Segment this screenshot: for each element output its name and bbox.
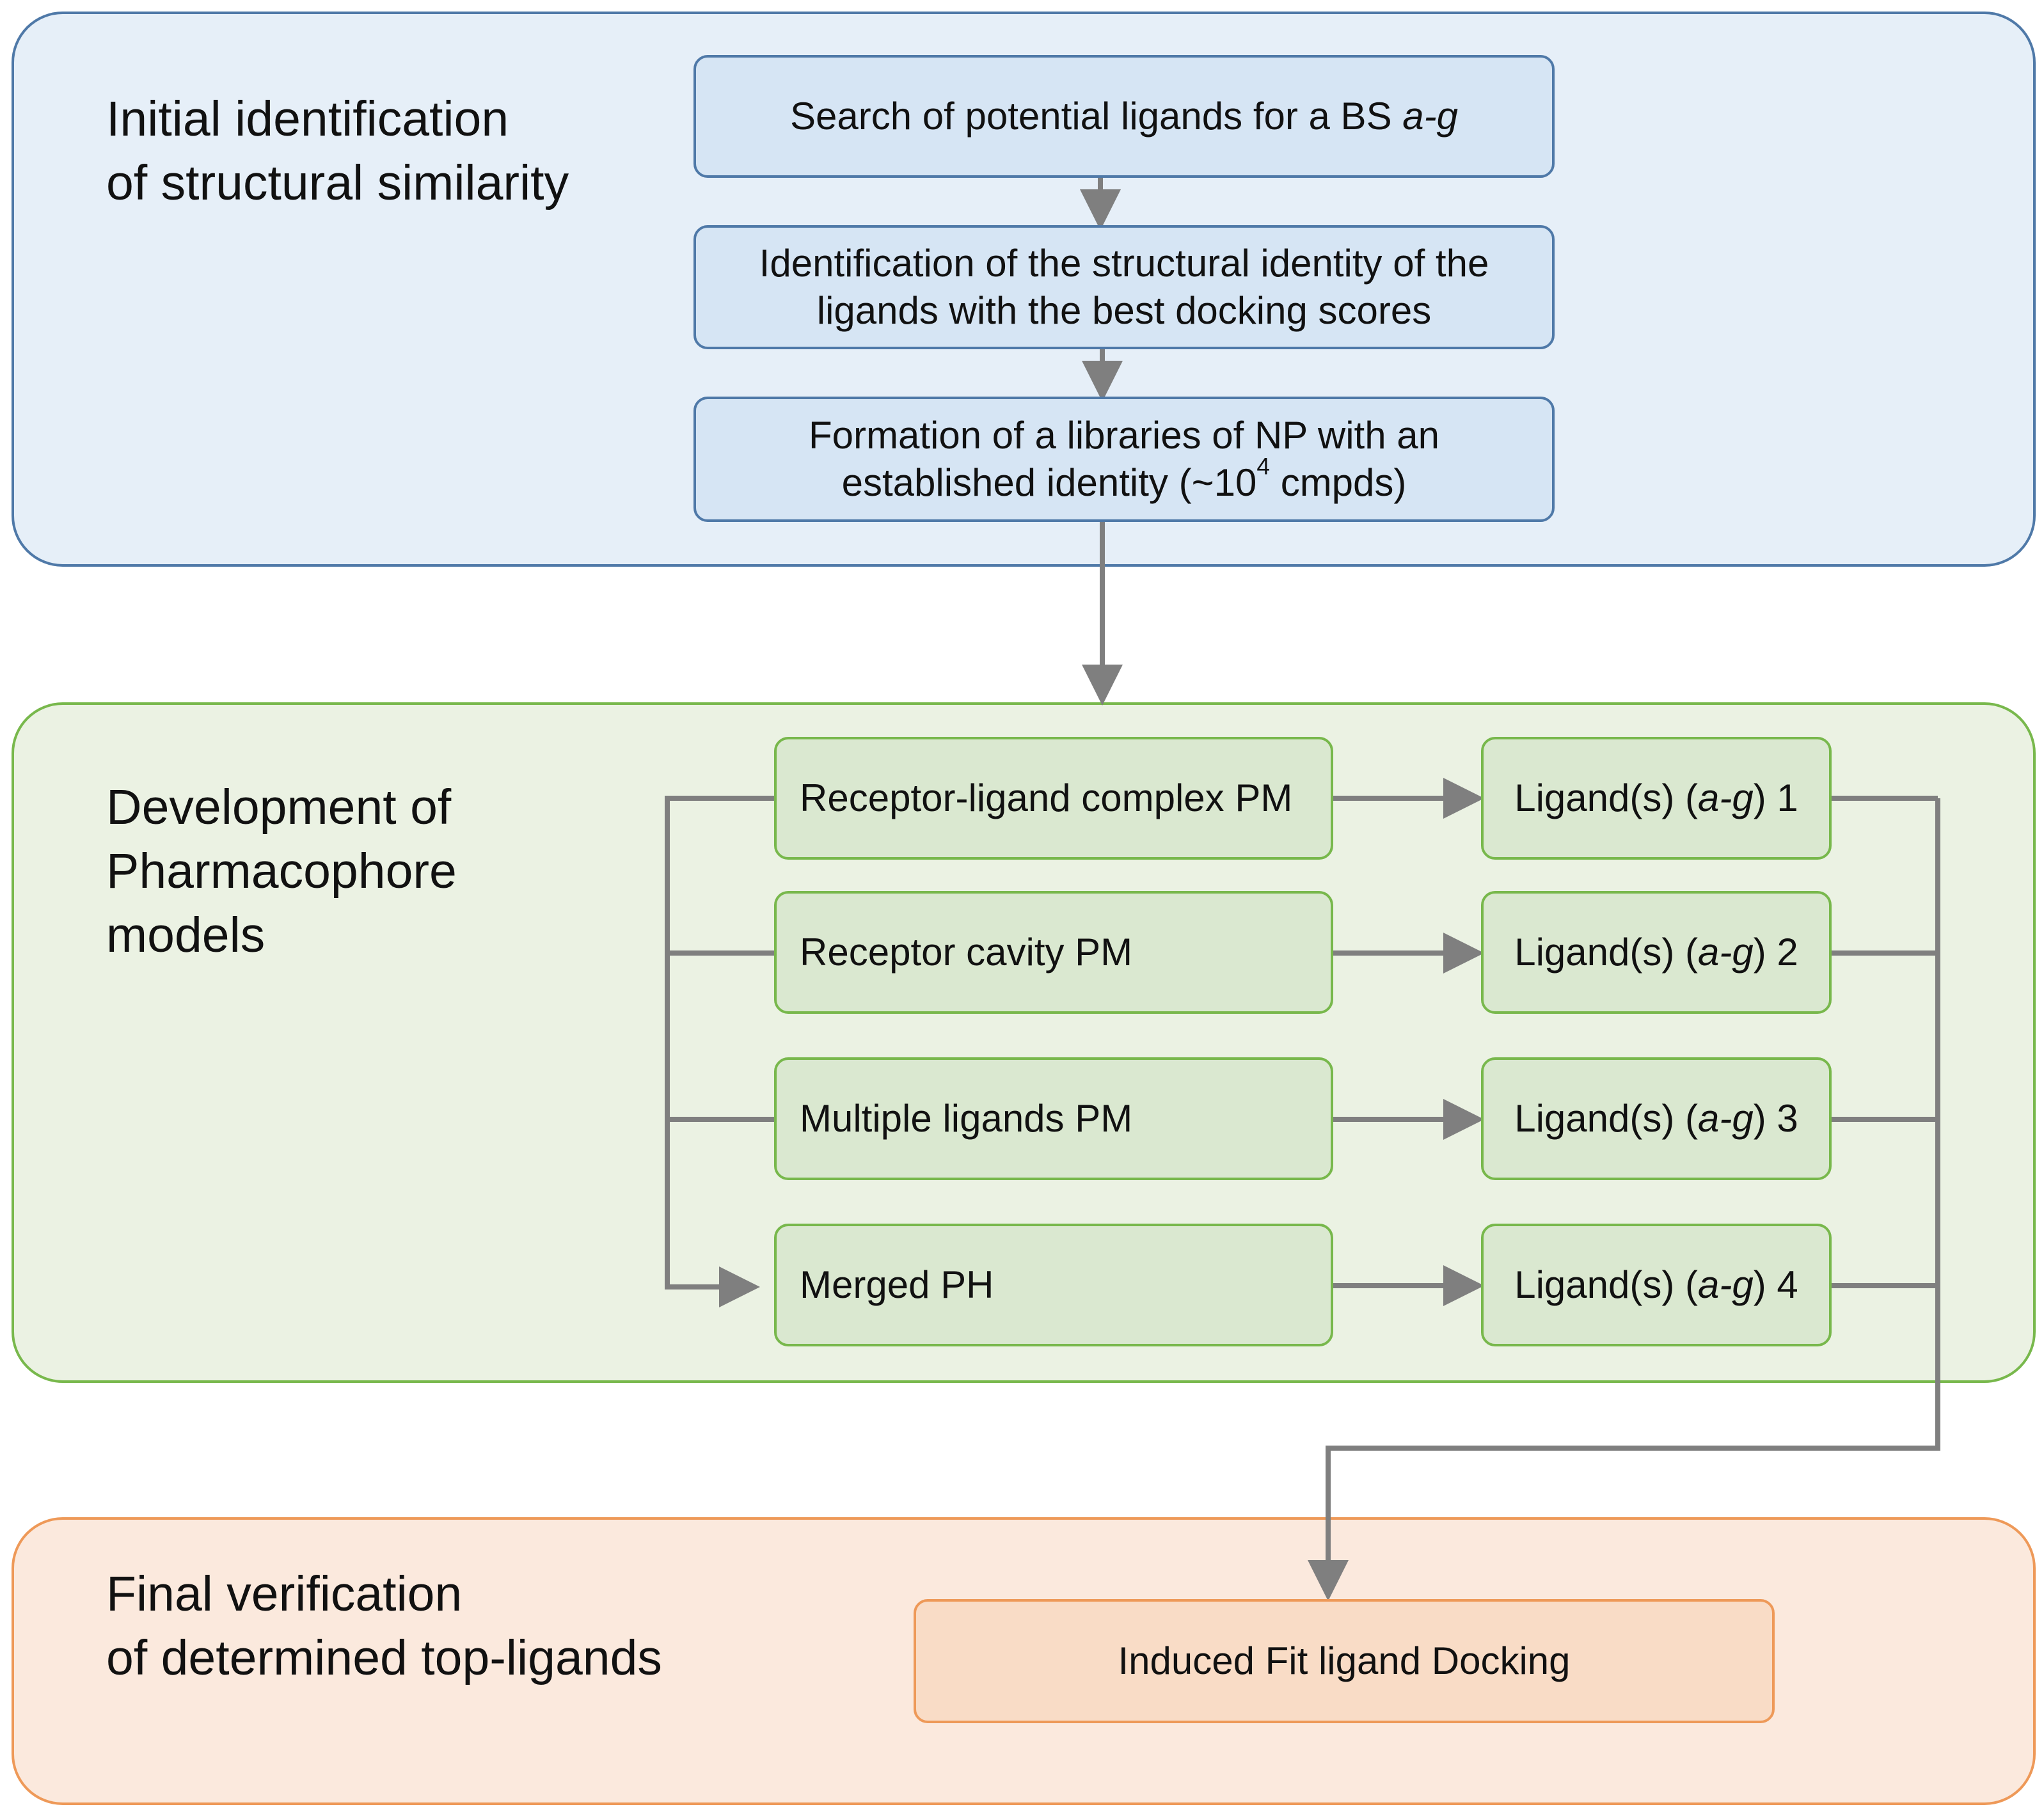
step-search-potential-ligands-text: Search of potential ligands for a BS a-g [790,95,1458,138]
step-structural-identity: Identification of the structural identit… [693,225,1555,349]
model-receptor-cavity-label: Receptor cavity PM [800,931,1133,974]
stage-final-verification-title: Final verification of determined top-lig… [106,1566,662,1685]
model-receptor-ligand-complex-label: Receptor-ligand complex PM [800,777,1293,819]
model-merged: Merged PH [774,1224,1333,1346]
ligand-set-4-label: Ligand(s) (a-g) 4 [1514,1263,1798,1306]
collector-to-induced-fit-docking [1308,798,1940,1601]
ligand-set-2-label: Ligand(s) (a-g) 2 [1514,931,1798,974]
step-search-potential-ligands: Search of potential ligands for a BS a-g [693,55,1555,178]
left-distribution-bus [665,796,776,1307]
step-structural-identity-text: Identification of the structural identit… [759,242,1489,332]
stage-pharmacophore-title: Development of Pharmacophore models [106,780,457,963]
step-induced-fit-docking-label: Induced Fit ligand Docking [1118,1639,1571,1682]
step-form-np-library: Formation of a libraries of NP with an e… [693,397,1555,522]
ligand-set-2: Ligand(s) (a-g) 2 [1481,891,1832,1014]
stage-initial-identification-title: Initial identification of structural sim… [106,91,569,210]
ligand-set-3-label: Ligand(s) (a-g) 3 [1514,1097,1798,1140]
ligand-set-1-label: Ligand(s) (a-g) 1 [1514,777,1798,819]
ligand-set-4: Ligand(s) (a-g) 4 [1481,1224,1832,1346]
model-multiple-ligands-label: Multiple ligands PM [800,1097,1133,1140]
model-receptor-cavity: Receptor cavity PM [774,891,1333,1014]
ligand-set-1: Ligand(s) (a-g) 1 [1481,737,1832,860]
model-multiple-ligands: Multiple ligands PM [774,1057,1333,1180]
ligand-set-3: Ligand(s) (a-g) 3 [1481,1057,1832,1180]
model-merged-label: Merged PH [800,1263,994,1306]
model-receptor-ligand-complex: Receptor-ligand complex PM [774,737,1333,860]
step-induced-fit-docking: Induced Fit ligand Docking [914,1599,1775,1723]
step-form-np-library-text: Formation of a libraries of NP with an e… [809,414,1439,504]
